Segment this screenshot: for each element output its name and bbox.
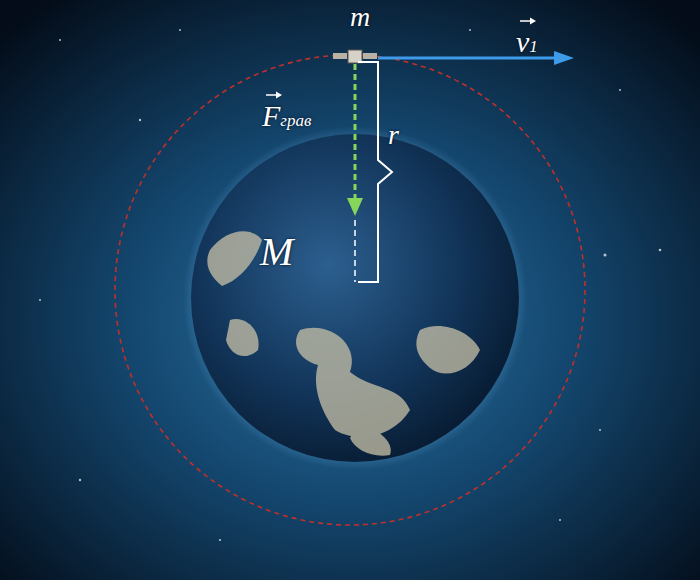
earth-planet (191, 134, 519, 462)
radius-line (354, 220, 356, 282)
mass-label: m (350, 2, 370, 33)
vector-over-arrow (263, 90, 283, 100)
velocity-label: v1 (516, 16, 538, 58)
orbit-path (115, 55, 585, 525)
gravity-arrowhead (347, 198, 363, 216)
continents (207, 231, 480, 455)
radius-bracket (358, 62, 392, 282)
force-label: Fграв (262, 90, 311, 132)
stars (39, 29, 661, 541)
vector-over-arrow (517, 16, 537, 26)
vector-over-arrow-head (276, 92, 282, 99)
planet-mass-label: M (260, 230, 293, 274)
gravity-force-vector (354, 64, 357, 200)
velocity-arrowhead (554, 51, 574, 65)
vector-over-arrow-head (530, 18, 536, 25)
radius-label: r (388, 120, 399, 151)
